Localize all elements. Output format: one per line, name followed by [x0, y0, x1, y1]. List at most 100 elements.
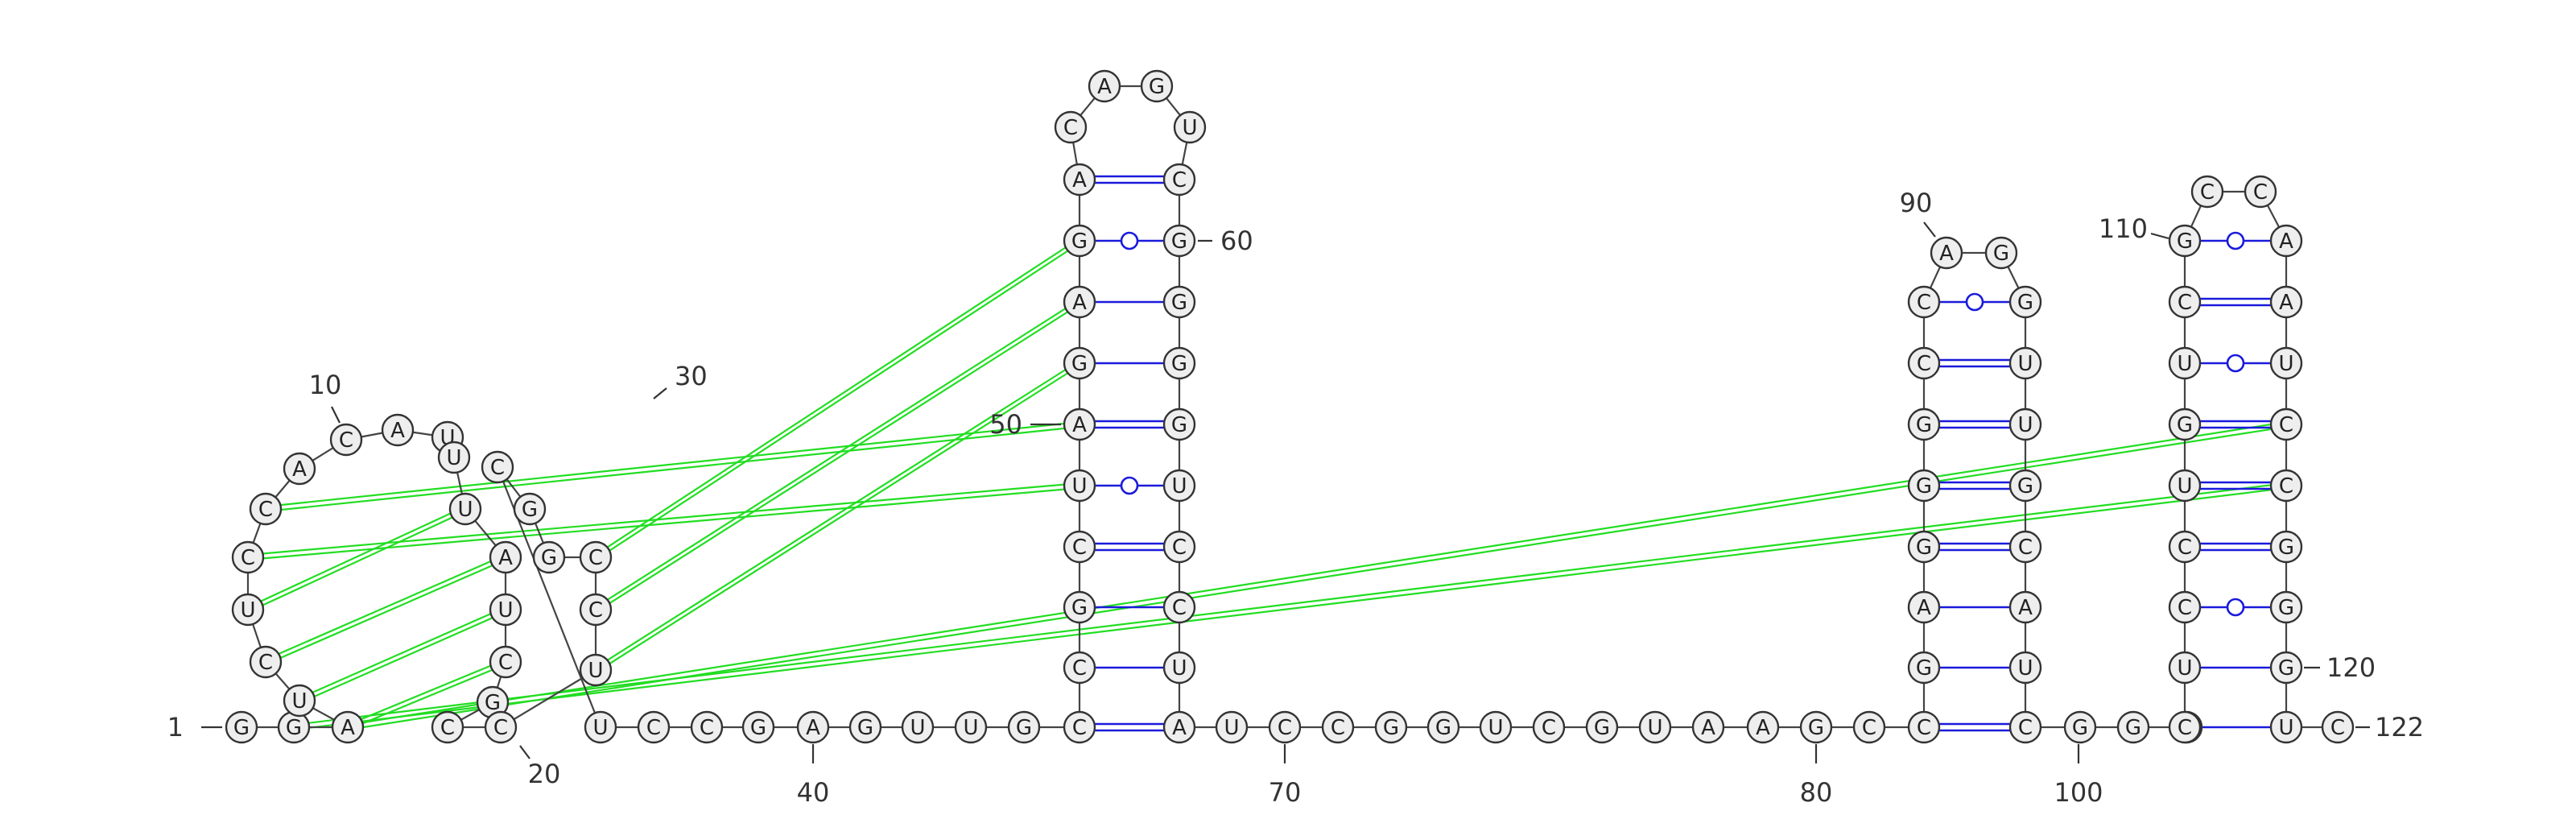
nucleotide: C	[1162, 163, 1196, 197]
nucleotide: C	[1063, 651, 1096, 685]
nucleotide-circle	[1907, 590, 1941, 624]
pseudoknot-link	[595, 238, 1080, 556]
nucleotide-circle	[2008, 710, 2042, 744]
nucleotide-letter: G	[857, 716, 873, 740]
nucleotide: C	[431, 710, 464, 744]
nucleotide-circle	[249, 492, 283, 526]
pseudoknot-link	[595, 365, 1080, 673]
nucleotide: A	[331, 710, 365, 744]
nucleotide-circle	[431, 710, 464, 744]
nucleotide-letter: U	[2017, 413, 2033, 437]
nucleotide: C	[637, 710, 671, 744]
nucleotide-circle	[283, 684, 316, 718]
nucleotide-circle	[1088, 69, 1121, 103]
nucleotide: A	[283, 452, 316, 486]
nucleotide: G	[1907, 408, 1941, 441]
nucleotide: C	[2168, 590, 2202, 624]
nucleotide: U	[579, 653, 613, 687]
nucleotide: C	[2008, 530, 2042, 564]
nucleotide-letter: C	[2178, 291, 2192, 315]
nucleotide-circle	[1063, 224, 1096, 258]
nucleotide: C	[1907, 346, 1941, 380]
nucleotide-letter: C	[2253, 180, 2268, 205]
nucleotide-letter: G	[1171, 291, 1187, 315]
nucleotide-circle	[2269, 530, 2303, 564]
nucleotide-letter: U	[592, 716, 608, 740]
nucleotide-circle	[1215, 710, 1249, 744]
nucleotide-circle	[1173, 110, 1207, 144]
nucleotide: G	[1799, 710, 1833, 744]
nucleotide-letter: U	[446, 446, 461, 470]
position-number: 60	[1220, 225, 1253, 256]
nucleotide-circle	[225, 710, 258, 744]
nucleotide-circle	[1907, 530, 1941, 564]
nucleotide-letter: G	[2125, 716, 2141, 740]
pseudoknot-link	[347, 658, 506, 726]
nucleotide-circle	[2269, 710, 2303, 744]
nucleotide: C	[484, 710, 518, 744]
nucleotide-letter: A	[806, 716, 820, 740]
nucleotide-letter: G	[2017, 291, 2033, 315]
nucleotide-letter: G	[1383, 716, 1399, 740]
nucleotide-letter: U	[2278, 352, 2293, 376]
nucleotide: C	[1907, 710, 1941, 744]
nucleotide-letter: C	[1278, 716, 1292, 740]
nucleotide-letter: G	[1171, 230, 1187, 254]
nucleotide-circle	[2269, 469, 2303, 503]
nucleotide: C	[329, 423, 363, 457]
position-number: 80	[1800, 777, 1833, 808]
nucleotide-letter: C	[2018, 536, 2033, 560]
nucleotide-letter: A	[2279, 291, 2293, 315]
nucleotide-circle	[2008, 285, 2042, 319]
nucleotide-letter: G	[1916, 656, 1932, 681]
nucleotide: G	[2168, 408, 2202, 441]
nucleotide: A	[1691, 710, 1725, 744]
nucleotide: U	[2269, 346, 2303, 380]
nucleotide-letter: C	[2330, 716, 2345, 740]
nucleotide-letter: C	[2279, 474, 2293, 499]
backbone-layer	[242, 85, 2338, 729]
nucleotide-circle	[2008, 469, 2042, 503]
nucleotide: G	[1140, 69, 1174, 103]
nucleotide-circle	[1374, 710, 1408, 744]
nucleotide: C	[1268, 710, 1302, 744]
nucleotide-letter: C	[1172, 168, 1187, 192]
pseudoknot-link	[265, 420, 1080, 508]
nucleotide: A	[1063, 163, 1096, 197]
nucleotide: A	[796, 710, 830, 744]
nucleotide-letter: C	[1072, 716, 1087, 740]
nucleotide-circle	[2168, 285, 2202, 319]
nucleotide: C	[249, 645, 283, 679]
position-number: 100	[2054, 777, 2103, 808]
position-tick	[653, 387, 667, 399]
nucleotide-circle	[1140, 69, 1174, 103]
nucleotide: G	[1162, 408, 1196, 441]
nucleotide-circle	[1691, 710, 1725, 744]
nucleotide-circle	[329, 423, 363, 457]
nucleotide-letter: G	[1594, 716, 1610, 740]
nucleotide-circle	[1799, 710, 1833, 744]
nucleotide-letter: A	[1701, 716, 1715, 740]
nucleotide: C	[1907, 285, 1941, 319]
nucleotide: U	[283, 684, 316, 718]
nucleotide: C	[690, 710, 724, 744]
nucleotide: C	[1162, 530, 1196, 564]
nucleotide: C	[2244, 175, 2277, 209]
nucleotide-circle	[1907, 346, 1941, 380]
nucleotide-circle	[1162, 224, 1196, 258]
nucleotide-circle	[2168, 530, 2202, 564]
nucleotide: C	[1321, 710, 1355, 744]
nucleotide-circle	[1532, 710, 1566, 744]
nucleotide-letter: A	[2279, 230, 2293, 254]
nucleotide-circle	[1162, 346, 1196, 380]
nucleotide: A	[2269, 224, 2303, 258]
nucleotide-letter: C	[588, 546, 603, 570]
nucleotide-circle	[283, 452, 316, 486]
nucleotide: G	[1063, 346, 1096, 380]
nucleotide: G	[1907, 530, 1941, 564]
nucleotide: C	[1852, 710, 1886, 744]
nucleotide-letter: G	[2278, 596, 2294, 620]
nucleotide-letter: G	[1171, 413, 1187, 437]
nucleotide-circle	[1162, 285, 1196, 319]
nucleotide: G	[1007, 710, 1041, 744]
